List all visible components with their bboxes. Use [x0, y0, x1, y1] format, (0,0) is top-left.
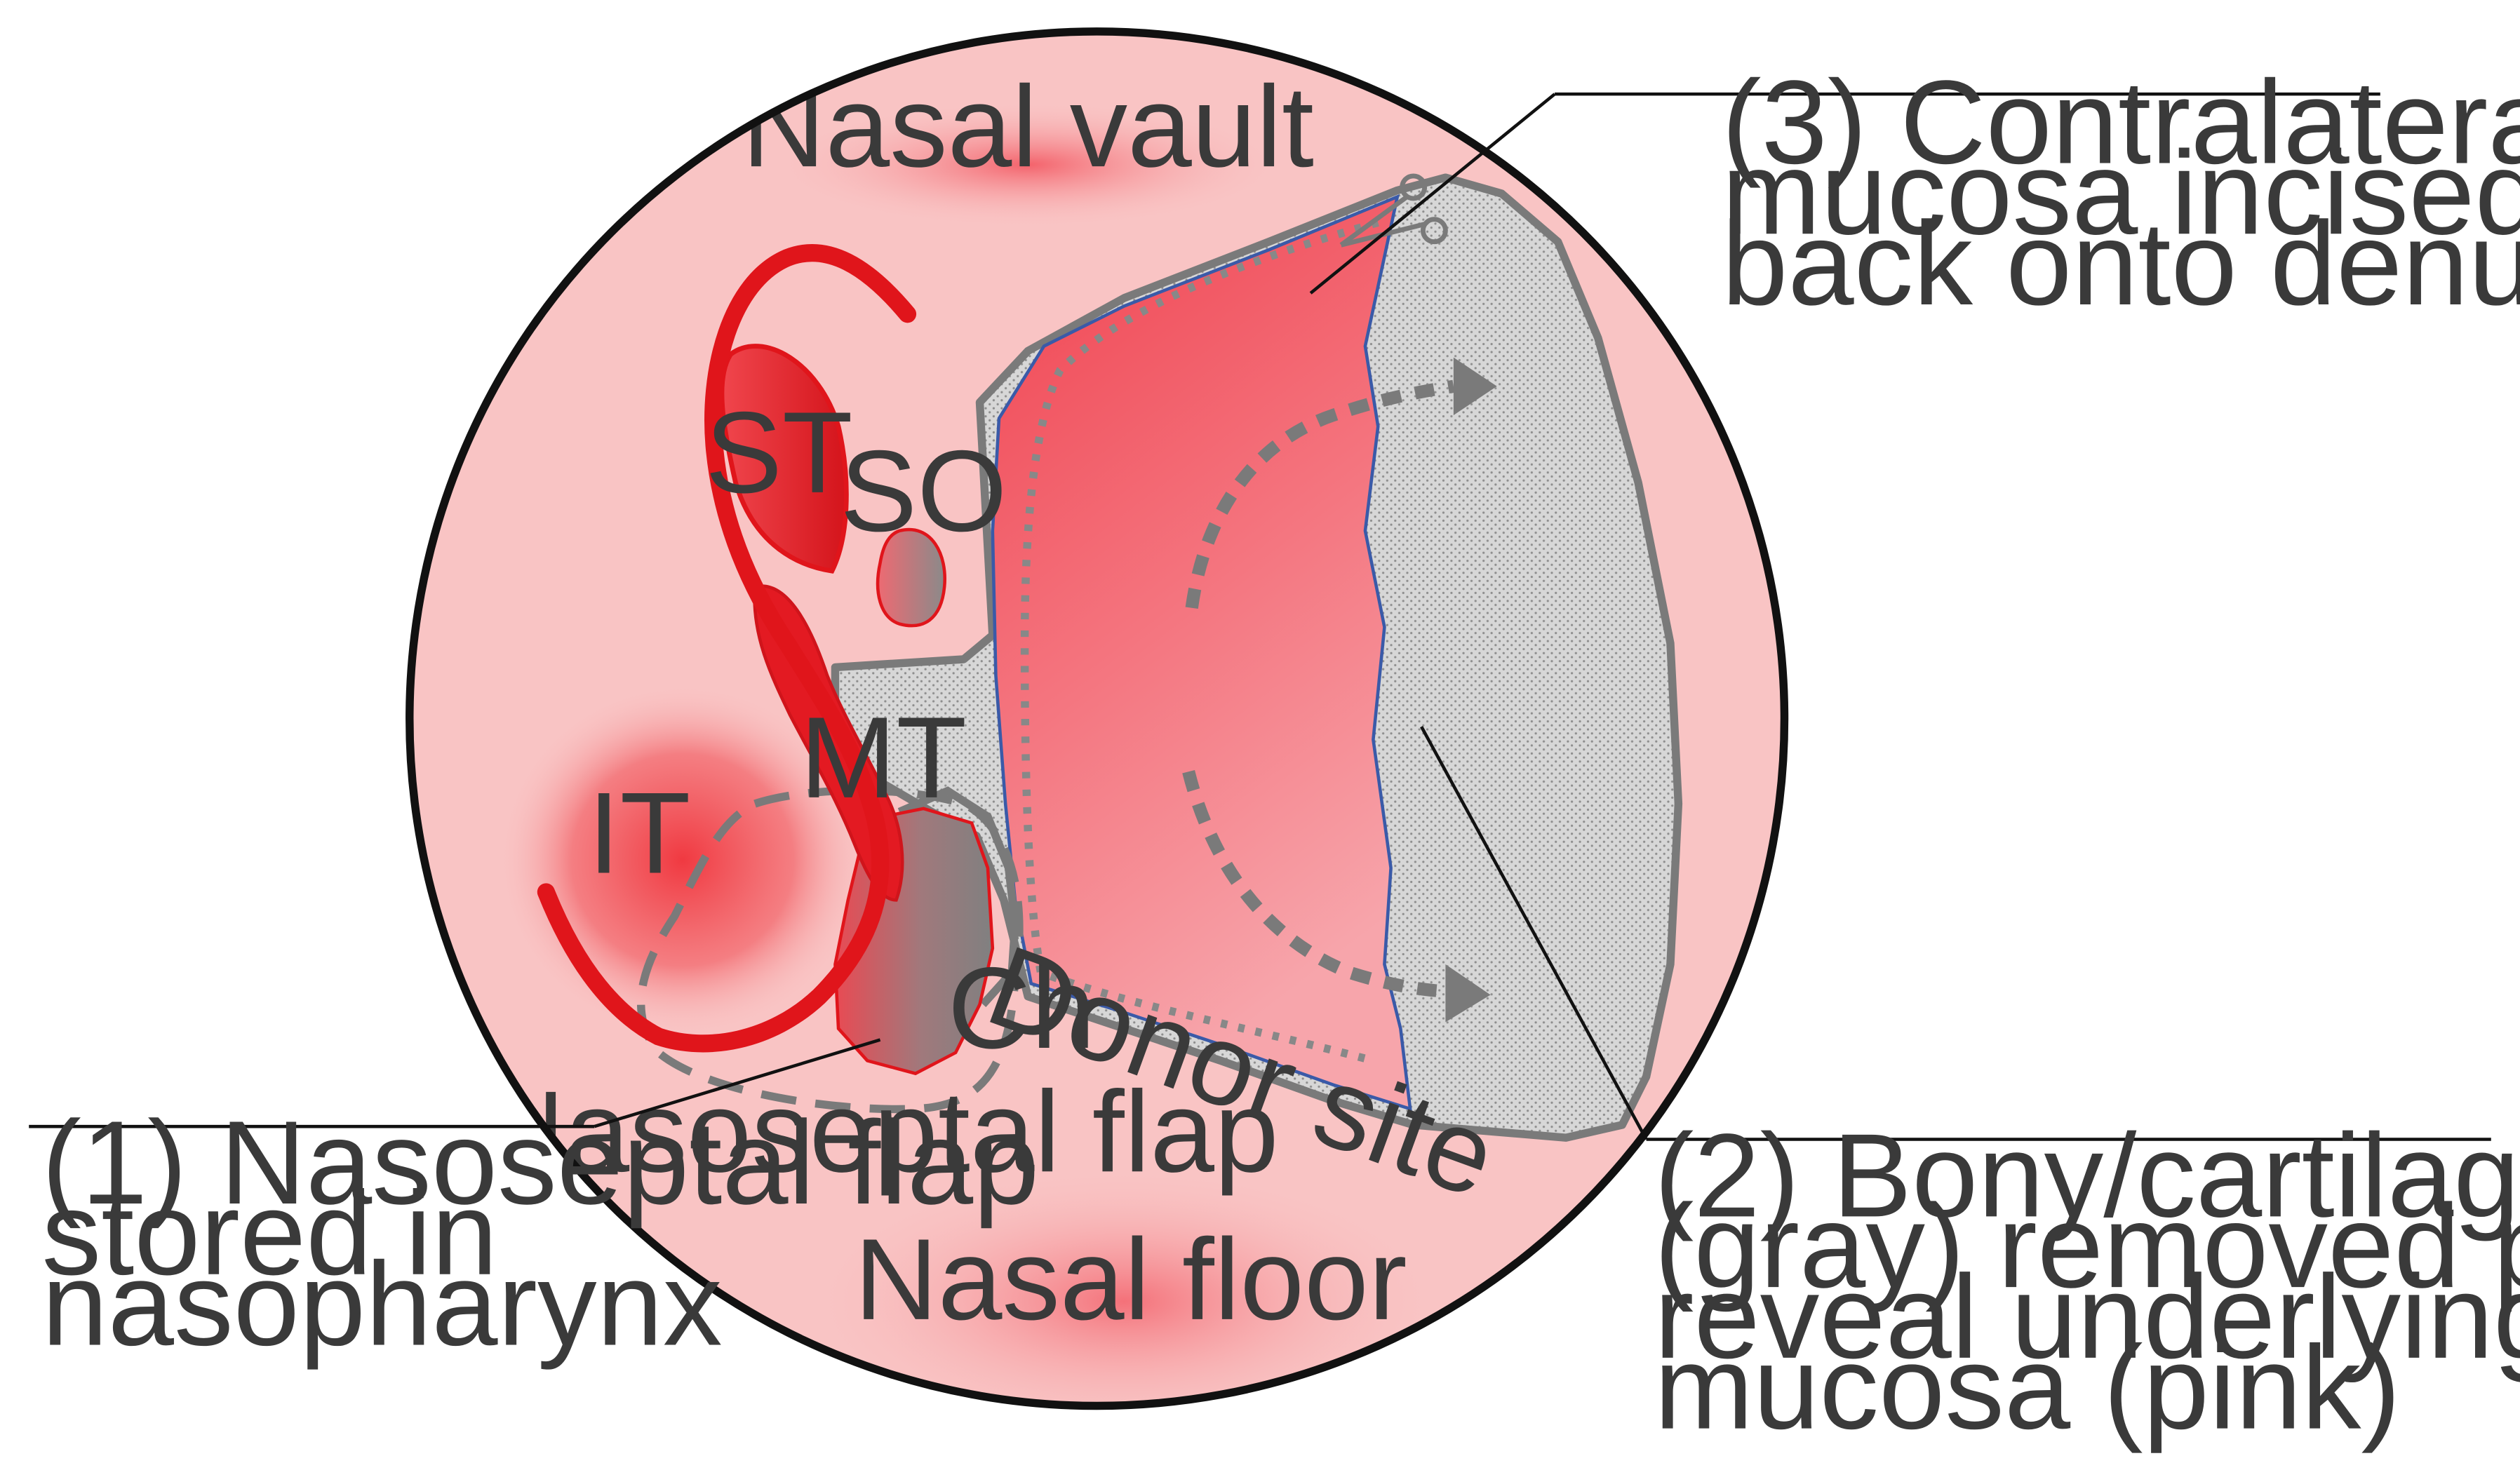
callout-2-line-1: (2) Bony/cartilaginous septum	[1654, 1109, 2520, 1241]
endoscopic-field: Nasal vault ST SO MT IT Ch Donor site Na…	[409, 31, 1785, 1406]
callout-leader-2	[1420, 726, 2491, 1141]
callout-2: (2) Bony/cartilaginous septum (gray) rem…	[1654, 1109, 2520, 1453]
superior-turbinate	[719, 344, 849, 574]
callout-3-line-1: (3) Contralateral septal	[1722, 56, 2520, 189]
nasal-vault-shading	[770, 100, 1285, 229]
callout-1-line-2: stored in	[42, 1167, 498, 1300]
callout-3-line-2: mucosa incised and folded	[1722, 126, 2520, 259]
inferior-turbinate-shading	[497, 683, 868, 1037]
dotted-arrow-icon	[1185, 357, 1497, 609]
dotted-arrow-icon	[1182, 770, 1491, 1023]
superior-turbinate-label: ST	[705, 388, 853, 517]
inferior-turbinate-label: IT	[588, 768, 690, 897]
endoscope-circle-border	[406, 27, 1789, 1410]
sphenoid-ostium	[876, 527, 947, 628]
callout-1: (1) Nasoseptal flap stored in nasopharyn…	[42, 1096, 1040, 1370]
nasal-vault-label: Nasal vault	[742, 62, 1314, 191]
callout-2-line-4: mucosa (pink)	[1654, 1321, 2401, 1454]
choana-label: Ch	[948, 943, 1096, 1072]
nasal-floor-label: Nasal floor	[854, 1215, 1407, 1344]
callout-3: (3) Contralateral septal mucosa incised …	[1722, 56, 2520, 330]
turbinate-curve	[537, 244, 917, 1053]
callout-1-line-3: nasopharynx	[42, 1238, 723, 1370]
callout-2-line-3: reveal underlying contralateral	[1654, 1250, 2520, 1383]
callout-1-line-1: (1) Nasoseptal flap	[42, 1096, 1040, 1229]
callout-leader-1	[29, 1038, 881, 1128]
callout-2-line-2: (gray) removed posteriorly to	[1654, 1180, 2520, 1312]
sphenoid-ostium-label: SO	[840, 426, 1007, 555]
callout-3-line-3: back onto denuded cartilage	[1722, 197, 2520, 330]
nasoseptal-flap-label: Nasoseptal flap	[481, 1067, 1278, 1196]
nasoseptal-flap-outline	[636, 786, 1024, 1114]
nasal-floor-shading	[803, 1165, 1446, 1406]
middle-turbinate-label: MT	[800, 693, 967, 822]
callout-leader-3	[1309, 92, 2380, 295]
